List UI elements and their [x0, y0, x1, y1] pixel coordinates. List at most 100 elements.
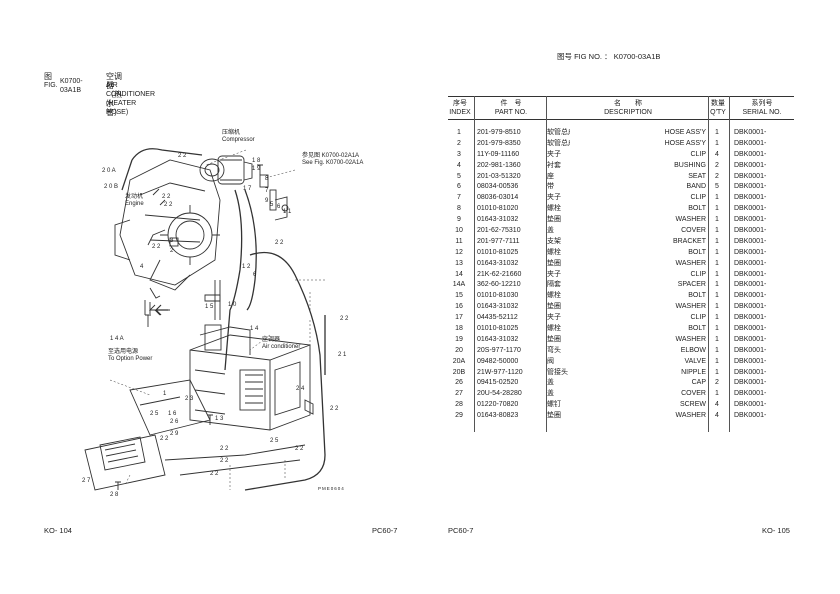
- fig-en-label: FIG.: [44, 82, 58, 89]
- svg-text:2 1: 2 1: [338, 352, 347, 358]
- svg-text:2 6: 2 6: [170, 419, 179, 425]
- small-parts: [147, 174, 289, 299]
- description-mask: [570, 302, 706, 313]
- fig-title-cn: 空调器（热水管）: [106, 72, 122, 117]
- svg-text:1: 1: [163, 391, 167, 397]
- row-part-no: 201-03-51320: [477, 172, 521, 180]
- svg-text:2 2: 2 2: [164, 202, 173, 208]
- row-name-en: ELBOW: [680, 346, 706, 354]
- row-qty: 1: [715, 248, 719, 256]
- table-row: ........................................…: [448, 345, 794, 357]
- row-name-cn: 螺栓: [547, 325, 561, 333]
- row-name-cn: 垫圈: [547, 412, 561, 420]
- page-fig-cn-label: 图号: [557, 52, 572, 61]
- parts-table: 序号 INDEX 件 号 PART NO. 名 称 DESCRIPTION 数量…: [448, 96, 794, 432]
- row-qty: 1: [715, 292, 719, 300]
- table-row: ........................................…: [448, 378, 794, 389]
- row-qty: 2: [715, 379, 719, 387]
- svg-text:7: 7: [265, 188, 269, 194]
- row-index: 10: [455, 227, 463, 235]
- table-row: ........................................…: [448, 182, 794, 193]
- row-serial: DBK0001-: [734, 205, 767, 213]
- row-index: 28: [455, 401, 463, 409]
- row-index: 2: [457, 139, 461, 147]
- row-qty: 1: [715, 259, 719, 267]
- row-index: 6: [457, 183, 461, 191]
- description-mask: [570, 226, 706, 237]
- row-qty: 4: [715, 150, 719, 158]
- page-fig-header: 图号 FIG NO. ： K0700-03A1B: [557, 52, 661, 61]
- row-qty: 1: [715, 314, 719, 322]
- row-name-en: WASHER: [675, 303, 706, 311]
- row-index: 16: [455, 303, 463, 311]
- row-name-cn: 螺栓: [547, 205, 561, 213]
- description-mask: [570, 160, 706, 171]
- svg-text:2 4: 2 4: [296, 386, 305, 392]
- row-index: 15: [455, 292, 463, 300]
- svg-text:1 3: 1 3: [215, 416, 224, 422]
- row-name-cn: 垫圈: [547, 303, 561, 311]
- row-name-en: BUSHING: [674, 161, 706, 169]
- row-name-cn: 夹子: [547, 270, 561, 278]
- svg-text:1 7: 1 7: [243, 186, 252, 192]
- row-index: 9: [457, 216, 461, 224]
- row-part-no: 08036-03014: [477, 194, 519, 202]
- row-index: 20A: [452, 357, 466, 365]
- row-name-cn: 支架: [547, 237, 561, 245]
- svg-text:2: 2: [170, 248, 174, 254]
- row-name-en: BAND: [686, 183, 706, 191]
- description-mask: [570, 182, 706, 193]
- row-qty: 1: [715, 368, 719, 376]
- footer-right-page: KO- 105: [762, 526, 790, 535]
- heater-hose-lines: [121, 148, 326, 491]
- row-name-cn: 垫圈: [547, 259, 561, 267]
- row-name-en: COVER: [681, 227, 706, 235]
- row-qty: 1: [715, 237, 719, 245]
- description-mask: [570, 138, 706, 149]
- page-fig-number: K0700-03A1B: [613, 52, 661, 61]
- table-row: ........................................…: [448, 269, 794, 281]
- svg-text:1 8: 1 8: [252, 158, 261, 164]
- svg-text:2 5: 2 5: [150, 411, 159, 417]
- row-part-no: 09415-02520: [477, 379, 519, 387]
- header-description: 名 称 DESCRIPTION: [604, 100, 652, 116]
- svg-text:4: 4: [140, 264, 144, 270]
- table-row: ........................................…: [448, 356, 794, 368]
- table-row: ........................................…: [448, 149, 794, 161]
- row-name-cn: 夹子: [547, 150, 561, 158]
- row-serial: DBK0001-: [734, 357, 767, 365]
- row-part-no: 01643-80823: [477, 412, 519, 420]
- footer-right-model: PC60-7: [448, 526, 474, 535]
- row-part-no: 202-981-1360: [477, 161, 521, 169]
- row-name-en: BOLT: [688, 248, 706, 256]
- row-serial: DBK0001-: [734, 172, 767, 180]
- row-serial: DBK0001-: [734, 325, 767, 333]
- row-index: 5: [457, 172, 461, 180]
- table-row: ........................................…: [448, 128, 794, 139]
- description-mask: [570, 258, 706, 269]
- table-row: ........................................…: [448, 280, 794, 291]
- row-name-cn: 夹子: [547, 314, 561, 322]
- table-row: ........................................…: [448, 193, 794, 204]
- svg-text:1 4 A: 1 4 A: [110, 336, 124, 342]
- row-name-cn: 弯头: [547, 346, 561, 354]
- row-name-en: NIPPLE: [681, 368, 706, 376]
- row-qty: 5: [715, 183, 719, 191]
- direction-arrow: [154, 304, 168, 316]
- description-mask: [570, 236, 706, 247]
- svg-text:2 7: 2 7: [82, 478, 91, 484]
- row-serial: DBK0001-: [734, 139, 767, 147]
- row-index: 8: [457, 205, 461, 213]
- row-name-en: VALVE: [684, 357, 706, 365]
- row-part-no: 01643-31032: [477, 216, 519, 224]
- header-index: 序号 INDEX: [449, 100, 471, 116]
- row-name-en: CLIP: [690, 150, 706, 158]
- svg-text:2 0 B: 2 0 B: [104, 184, 118, 190]
- row-qty: 1: [715, 335, 719, 343]
- description-mask: [570, 356, 706, 367]
- cover-assembly: [84, 379, 306, 491]
- description-mask: [570, 128, 706, 138]
- svg-text:2 2: 2 2: [160, 436, 169, 442]
- row-part-no: 11Y-09-11160: [477, 150, 520, 158]
- row-qty: 1: [715, 346, 719, 354]
